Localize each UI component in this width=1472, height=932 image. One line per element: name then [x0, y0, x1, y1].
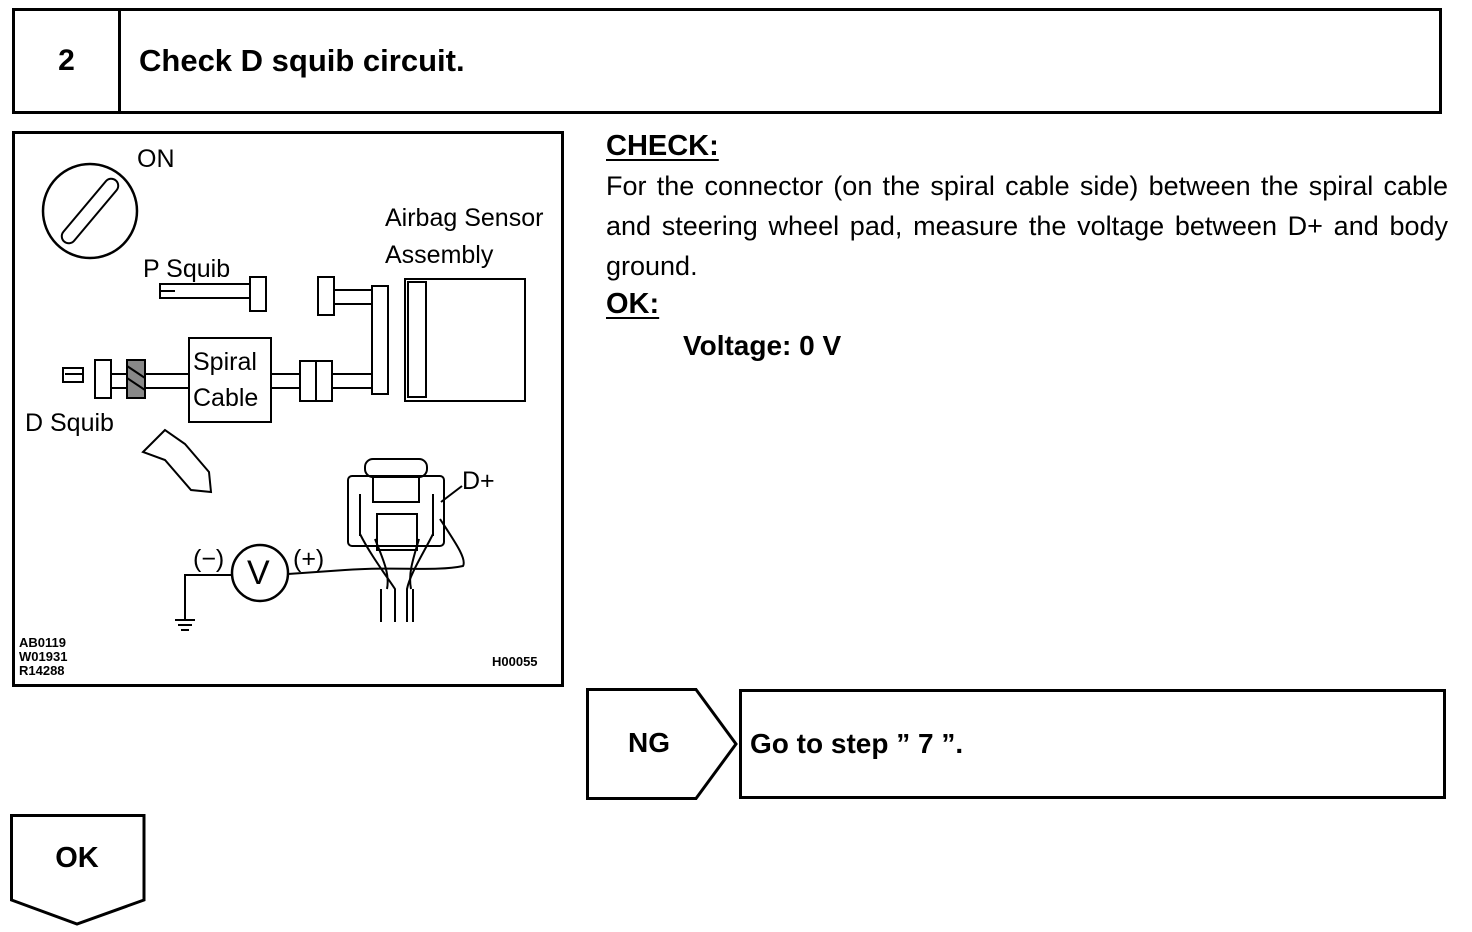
ng-action-box: Go to step ” 7 ”.	[739, 689, 1446, 799]
check-section: CHECK: For the connector (on the spiral …	[606, 128, 1448, 364]
voltmeter-label: V	[247, 554, 270, 592]
spiral-cable-label-line1: Spiral	[193, 348, 257, 376]
airbag-sensor-box	[404, 278, 526, 402]
ok-label: OK	[55, 841, 99, 874]
circuit-diagram: ON P Squib Airbag Sensor Assembly Spiral…	[12, 131, 564, 687]
spiral-cable-box	[188, 337, 272, 423]
p-squib-label: P Squib	[143, 255, 231, 283]
positive-lead-label: (+)	[293, 545, 325, 573]
d-squib-label: D Squib	[25, 409, 114, 437]
probe-wire	[287, 518, 465, 575]
ok-arrow-icon	[10, 814, 146, 926]
ignition-key-icon	[41, 162, 139, 260]
spiral-cable-connector	[271, 360, 372, 402]
ground-icon	[175, 619, 195, 631]
ok-criteria: Voltage: 0 V	[683, 330, 842, 361]
arrow-icon	[141, 428, 213, 494]
ground-wire	[184, 574, 232, 620]
ignition-on-label: ON	[137, 145, 175, 173]
p-squib-connector	[159, 276, 373, 316]
ok-heading: OK:	[606, 288, 660, 320]
ng-label: NG	[628, 727, 670, 758]
spiral-cable-label-line2: Cable	[193, 384, 259, 412]
airbag-sensor-label-line1: Airbag Sensor	[385, 204, 544, 232]
ng-action-text: Go to step ” 7 ”.	[750, 728, 964, 759]
d-plus-terminal-label: D+	[462, 467, 495, 495]
ng-arrow-icon	[586, 688, 738, 800]
d-squib-connector	[62, 359, 189, 399]
negative-lead-label: (−)	[193, 545, 225, 573]
check-heading: CHECK:	[606, 130, 719, 162]
airbag-sensor-label-line2: Assembly	[385, 241, 494, 269]
step-title: Check D squib circuit.	[139, 43, 465, 78]
figure-code-right: H00055	[492, 654, 538, 669]
figure-codes-left: AB0119 W01931 R14288	[19, 635, 68, 678]
check-instructions: For the connector (on the spiral cable s…	[606, 171, 1448, 281]
connector-closeup	[347, 458, 463, 622]
step-header: 2 Check D squib circuit.	[12, 8, 1442, 114]
step-number: 2	[15, 11, 121, 111]
sensor-harness-connector	[371, 285, 389, 395]
diagram-drawing	[41, 162, 526, 631]
